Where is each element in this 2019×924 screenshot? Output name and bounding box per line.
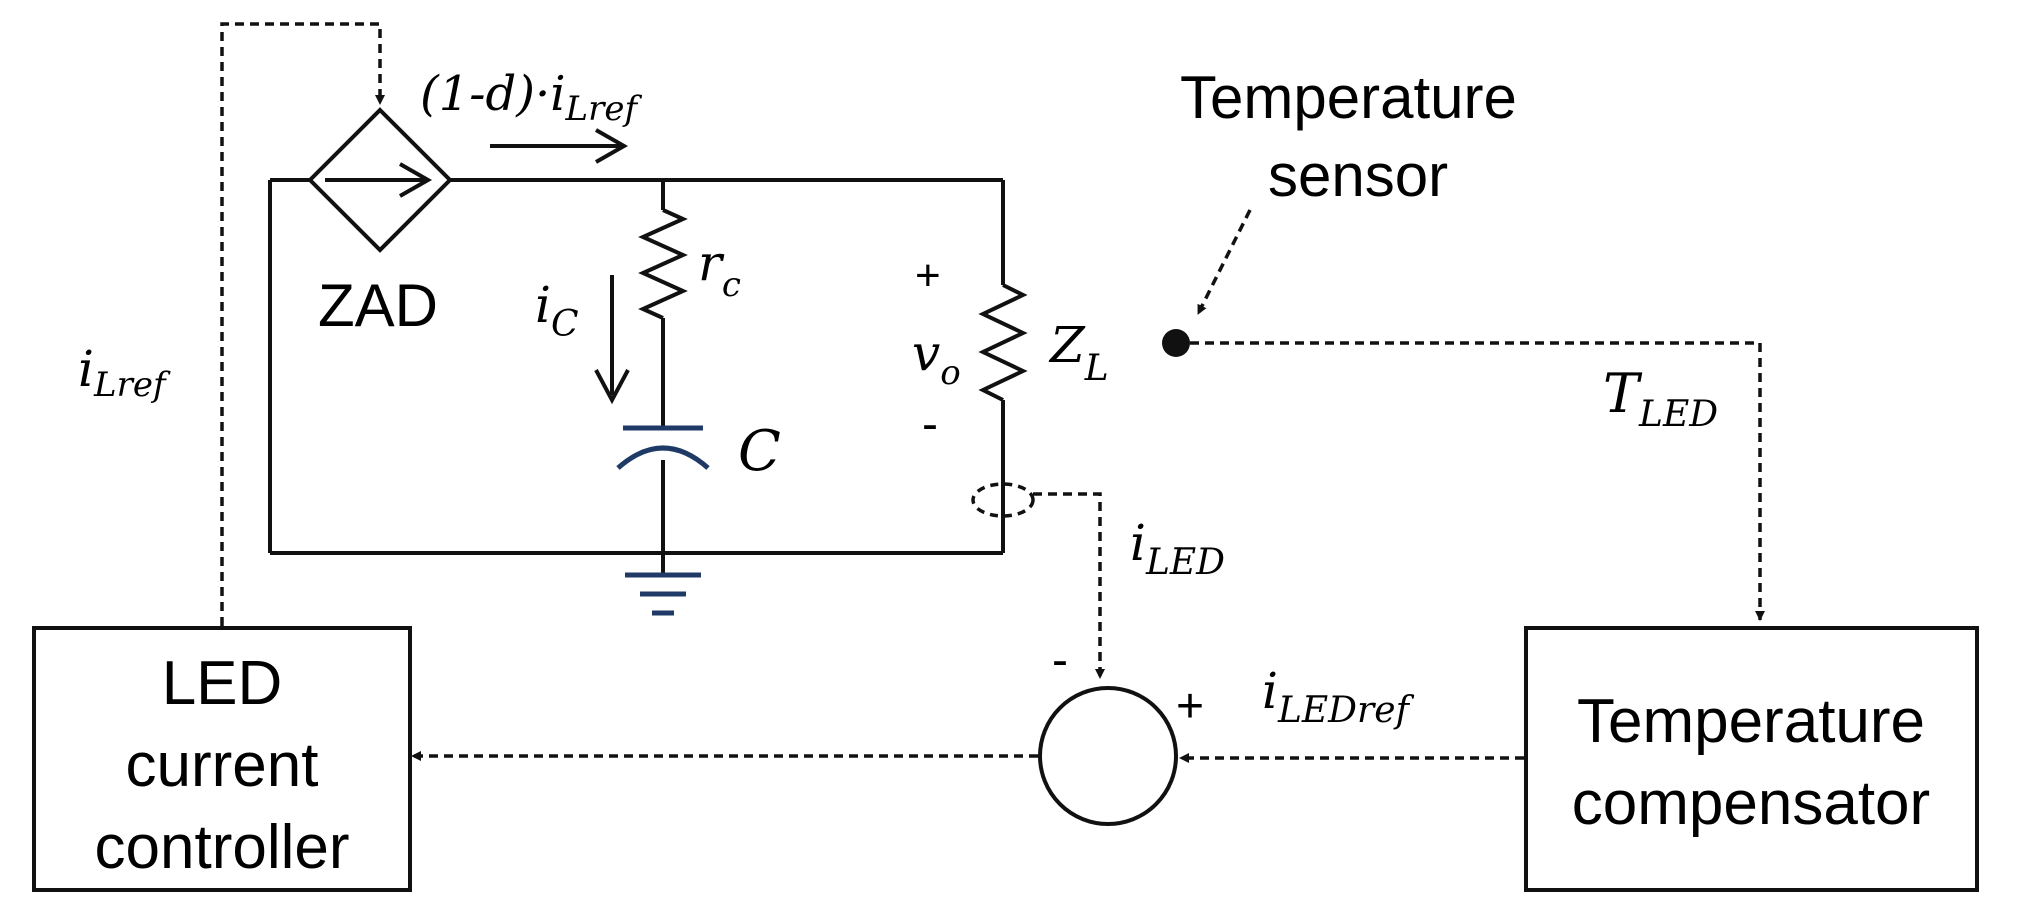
temp-sensor-label-1: Temperature xyxy=(1180,64,1517,131)
cap-label: C xyxy=(738,419,781,484)
sensor-pointer xyxy=(1196,209,1252,315)
summing-junction xyxy=(1038,686,1178,826)
ilref-path xyxy=(220,22,385,626)
temp-comp-label-2: compensator xyxy=(1572,769,1930,838)
iledref-label: iLEDref xyxy=(1262,662,1415,731)
ilref-label: iLref xyxy=(78,340,171,405)
sum-minus-sign: - xyxy=(1052,634,1068,687)
tled-label: TLED xyxy=(1603,362,1718,435)
temperature-sensor-dot xyxy=(1162,329,1190,357)
iled-label: iLED xyxy=(1130,514,1225,583)
temp-comp-label-1: Temperature xyxy=(1577,687,1925,756)
zad-current-source xyxy=(307,107,453,253)
load-resistor-zl xyxy=(978,283,1028,402)
ic-arrow xyxy=(594,275,630,405)
circuit-wires xyxy=(268,178,1005,575)
ic-label: iC xyxy=(535,276,579,345)
source-current-arrow xyxy=(490,128,629,164)
zad-label: ZAD xyxy=(318,272,438,339)
current-probe xyxy=(971,482,1035,518)
rc-label: rc xyxy=(698,234,741,305)
vo-label: vo xyxy=(912,324,961,393)
led-controller-label-3: controller xyxy=(95,813,350,882)
led-controller-label-1: LED xyxy=(162,649,283,718)
resistor-rc xyxy=(638,208,688,320)
sum-plus-sign: + xyxy=(1176,680,1204,733)
temp-sensor-label-2: sensor xyxy=(1268,142,1448,209)
capacitor xyxy=(616,425,710,470)
vo-minus: - xyxy=(922,398,938,451)
led-controller-label-2: current xyxy=(126,731,319,800)
vo-plus: + xyxy=(915,251,941,300)
tled-path xyxy=(1190,341,1765,621)
ground-symbol xyxy=(625,572,701,616)
zl-label: ZL xyxy=(1048,316,1109,389)
led-current-controller-box xyxy=(32,626,412,892)
source-current-label: (1-d)·iLref xyxy=(420,66,642,129)
temperature-compensator-box xyxy=(1524,626,1979,892)
iled-feedback-path xyxy=(1033,492,1105,679)
